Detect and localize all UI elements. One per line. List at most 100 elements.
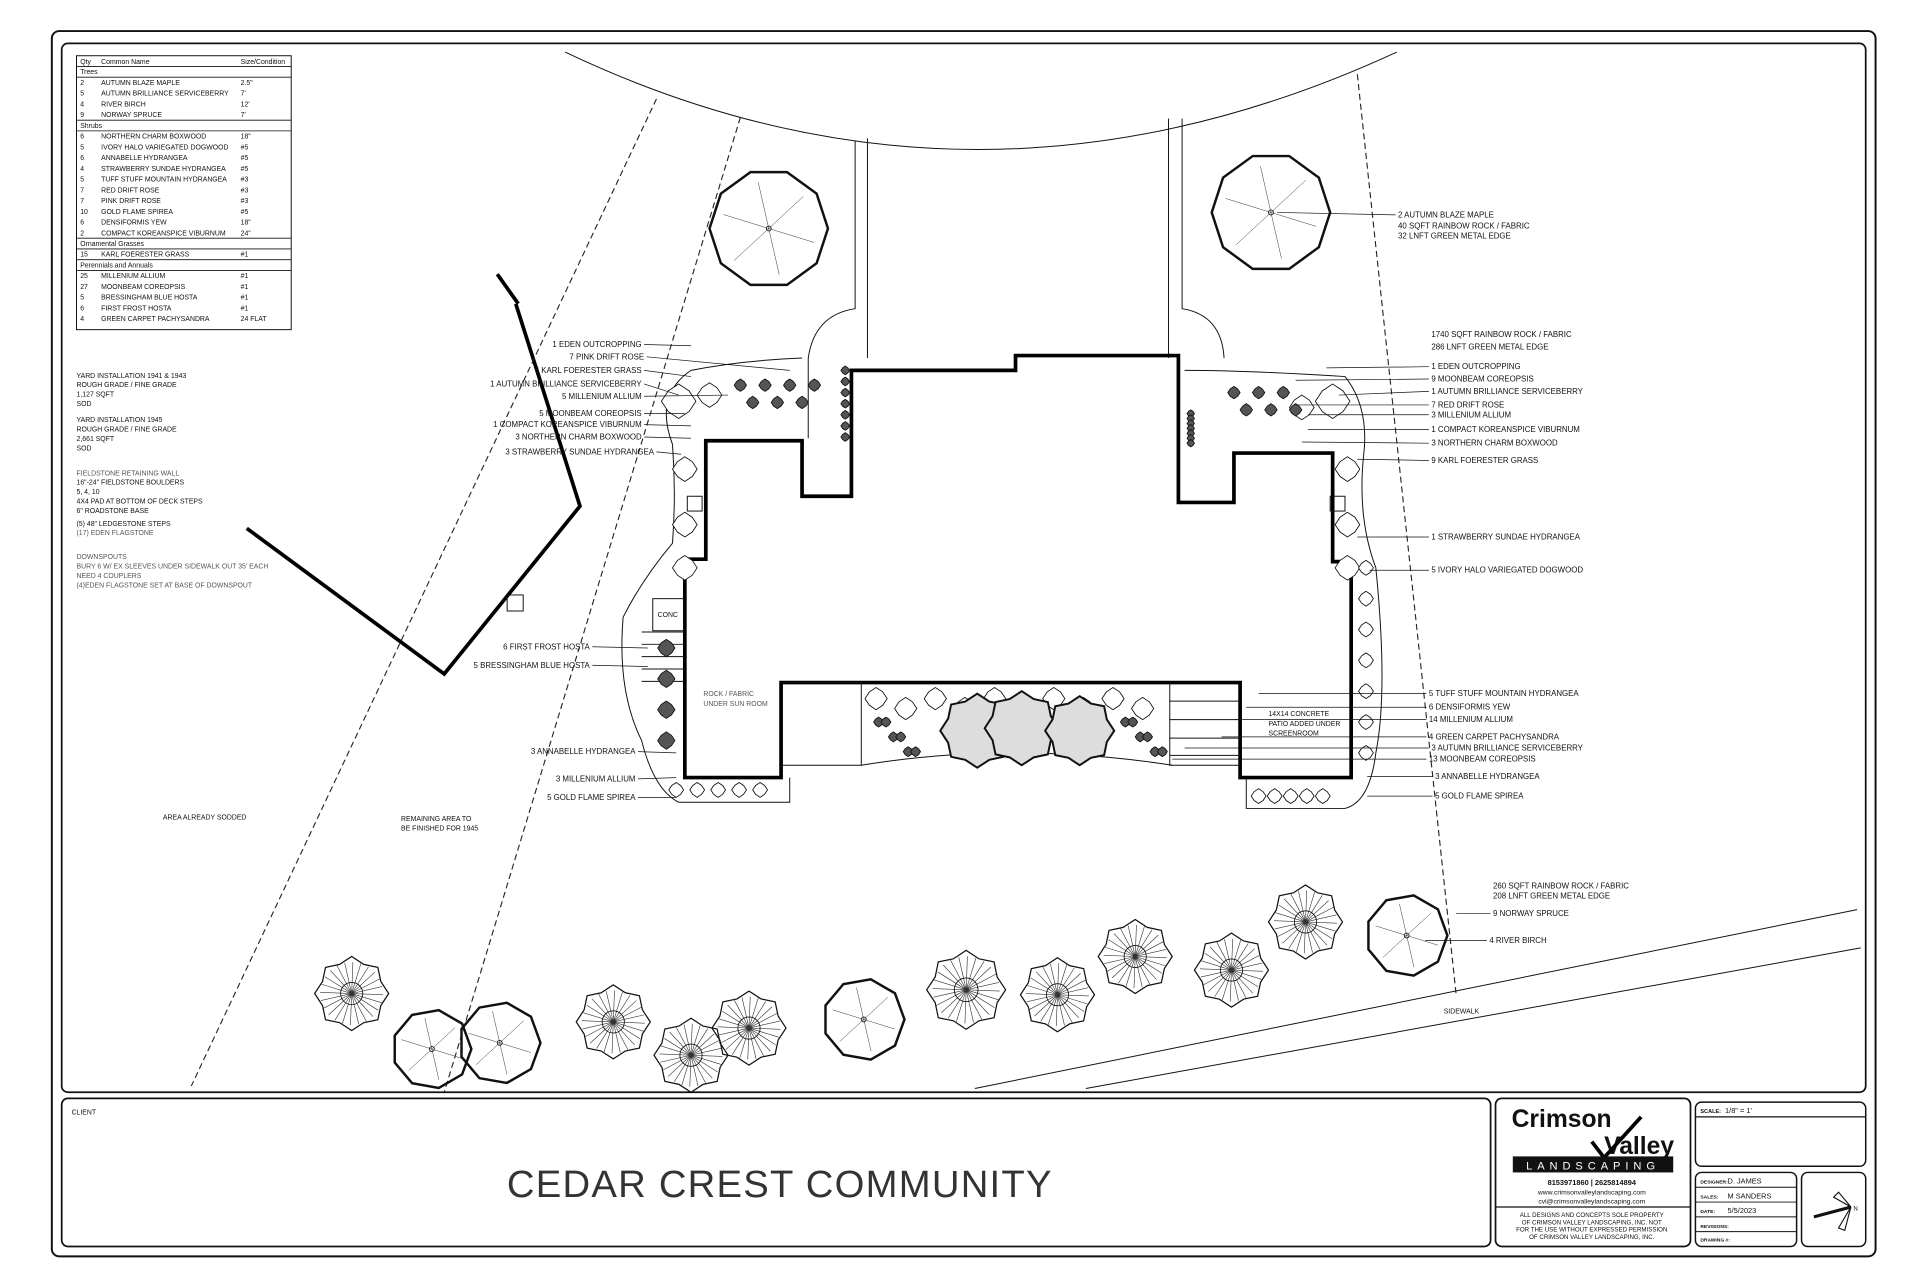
plant-size: 18" [241,220,252,227]
sunroom-outline [781,682,862,766]
client-label: CLIENT [72,1109,97,1116]
dogwood-symbol [1358,559,1374,576]
plant-qty: 6 [80,305,84,312]
plant-qty: 7 [80,198,84,205]
perennial-symbol [795,395,809,410]
company-email[interactable]: cvl@crimsonvalleylandscaping.com [1538,1198,1645,1205]
spirea-symbol [731,782,748,798]
plant-name: PINK DRIFT ROSE [101,198,161,205]
plant-name: DENSIFORMIS YEW [101,220,167,227]
callout-right: 5 IVORY HALO VARIEGATED DOGWOOD [1431,566,1583,575]
viburnum-symbol [983,690,1060,767]
plant-size: #1 [241,252,249,259]
boxwood-symbol [840,421,851,431]
plant-qty: 9 [80,112,84,119]
perennial-symbol [758,378,772,392]
maple-tree-symbol [708,170,830,287]
callout-left: 5 MILLENIUM ALLIUM [562,392,642,401]
table-header-name: Common Name [101,59,150,66]
plant-size: 18" [241,134,252,141]
callout-leader-lines [592,212,1491,941]
callout-right: 1740 SQFT RAINBOW ROCK / FABRIC [1431,330,1572,339]
plant-size: #3 [241,187,249,194]
note-wall: 16"-24" FIELDSTONE BOULDERS [77,480,185,487]
callout-left: 1 COMPACT KOREANSPICE VIBURNUM [493,420,641,429]
table-group-heading: Ornamental Grasses [80,241,144,248]
downspout-pad-left [686,495,703,512]
maple-tree-symbol [1210,154,1332,271]
plant-name: IVORY HALO VARIEGATED DOGWOOD [101,144,228,151]
plant-name: RIVER BIRCH [101,101,146,108]
plant-size: #1 [241,273,249,280]
date-value: 5/5/2023 [1728,1206,1757,1215]
hydrangea-symbol [671,456,698,482]
perennial-symbol [770,395,785,410]
rock-sunroom-label-2: UNDER SUN ROOM [703,701,768,708]
plant-qty: 10 [80,209,88,216]
perennial-symbol [1251,385,1266,400]
designer-box [1694,1171,1798,1248]
perennial-symbol [807,378,822,392]
sidewalk-line-2 [1085,947,1861,1090]
callout-right: 1 COMPACT KOREANSPICE VIBURNUM [1431,425,1579,434]
property-line-2 [443,117,741,1093]
rock-sunroom-label-1: ROCK / FABRIC [703,691,754,698]
sheet-border [50,30,1877,1258]
scale-label: SCALE: [1700,1109,1721,1115]
perennial-symbol [746,395,760,410]
birch-tree-symbol [1367,894,1449,977]
callout-right: 5 TUFF STUFF MOUNTAIN HYDRANGEA [1429,689,1580,698]
road-curve [564,51,1398,151]
driveway-right [1168,118,1225,359]
svg-text:Crimson: Crimson [1512,1106,1612,1133]
date-label: DATE: [1700,1209,1715,1215]
note-downspouts: (4)EDEN FLAGSTONE SET AT BASE OF DOWNSPO… [77,582,253,589]
dogwood-symbol [1358,714,1374,730]
svg-text:LANDSCAPING: LANDSCAPING [1526,1160,1660,1172]
note-wall: (17) EDEN FLAGSTONE [77,530,154,537]
plant-size: #5 [241,155,249,162]
plant-name: KARL FOERESTER GRASS [101,252,189,259]
callout-right: 3 AUTUMN BRILLIANCE SERVICEBERRY [1431,743,1583,752]
plant-qty: 2 [80,80,84,87]
spirea-symbol [1250,788,1267,805]
revisions-label: REVISIONS: [1700,1224,1729,1230]
plant-size: #5 [241,144,249,151]
plant-size: #5 [241,166,249,173]
table-group-heading: Perennials and Annuals [80,262,153,269]
callout-right: 6 DENSIFORMIS YEW [1429,703,1511,712]
project-title: CEDAR CREST COMMUNITY [507,1163,1053,1206]
dogwood-symbol [1358,590,1374,607]
allium-symbol [1156,746,1168,758]
callout-right: 1 AUTUMN BRILLIANCE SERVICEBERRY [1431,387,1583,396]
callout-left: 1 EDEN OUTCROPPING [552,340,641,349]
spruce-tree-symbol [575,984,652,1060]
callout-right: 208 LNFT GREEN METAL EDGE [1493,892,1610,901]
hydrangea-symbol [1334,456,1361,482]
yew-symbol [864,686,888,711]
spirea-symbol [752,782,769,798]
note-yard1: ROUGH GRADE / FINE GRADE [77,382,178,389]
spruce-tree-symbol [653,1017,729,1093]
company-website[interactable]: www.crimsonvalleylandscaping.com [1537,1190,1646,1197]
allium-symbol [1142,731,1154,743]
allium-symbol [1119,716,1131,728]
spirea-symbol [710,782,727,798]
plant-size: 24" [241,230,252,237]
callout-right: 9 KARL FOERESTER GRASS [1431,456,1538,465]
plant-name: TUFF STUFF MOUNTAIN HYDRANGEA [101,177,227,184]
callout-right: 3 NORTHERN CHARM BOXWOOD [1431,439,1558,448]
allium-symbol [887,731,899,743]
callout-right: 9 MOONBEAM COREOPSIS [1431,374,1533,383]
plant-name: BRESSINGHAM BLUE HOSTA [101,295,198,302]
boxwood-symbol [1186,438,1195,448]
birch-tree-symbol [824,978,906,1061]
